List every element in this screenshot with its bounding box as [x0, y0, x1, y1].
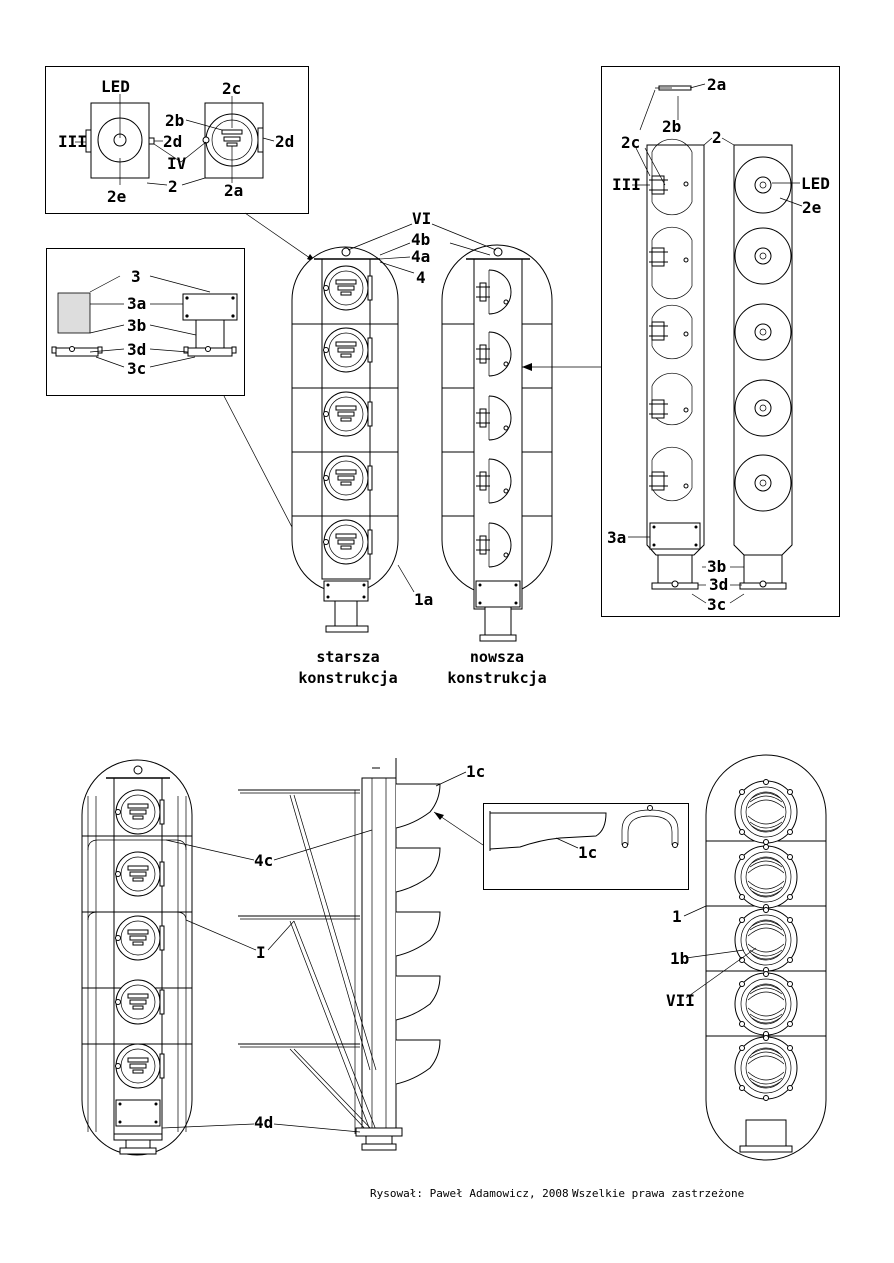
label-2d-topleft-b: 2d [275, 132, 294, 151]
label-iii-topleft: III [58, 132, 87, 151]
signal-side-view [238, 758, 441, 1151]
label-2e-topleft: 2e [107, 187, 126, 206]
label-3a-mid: 3a [127, 294, 146, 313]
label-iv-topleft: IV [167, 154, 187, 173]
detail-box-top-left [45, 66, 309, 214]
label-4c: 4c [254, 851, 273, 870]
label-2e-right: 2e [802, 198, 821, 217]
label-4: 4 [416, 268, 426, 287]
label-3d-mid: 3d [127, 340, 146, 359]
label-1c-detail: 1c [578, 843, 597, 862]
label-2c-right: 2c [621, 133, 640, 152]
label-iii-right: III [612, 175, 641, 194]
label-3b-right: 3b [707, 557, 726, 576]
label-2b-topleft: 2b [165, 111, 184, 130]
signal-front-with-cage [81, 759, 193, 1156]
label-2b-right: 2b [662, 117, 681, 136]
label-2-topleft: 2 [168, 177, 178, 196]
label-2c-topleft: 2c [222, 79, 241, 98]
label-2d-topleft-a: 2d [163, 132, 182, 151]
label-4d: 4d [254, 1113, 273, 1132]
label-led-right: LED [801, 174, 830, 193]
detail-box-right [522, 66, 840, 617]
caption-newer-line1: nowsza [470, 648, 524, 666]
label-vii: VII [666, 991, 695, 1010]
label-i: I [256, 943, 266, 962]
detail-box-mid-left [46, 248, 245, 396]
label-2a-right: 2a [707, 75, 726, 94]
label-3a-right: 3a [607, 528, 626, 547]
label-3b-mid: 3b [127, 316, 146, 335]
footer-rights: Wszelkie prawa zastrzeżone [572, 1187, 744, 1200]
label-1a: 1a [414, 590, 433, 609]
label-3c-mid: 3c [127, 359, 146, 378]
label-4b: 4b [411, 230, 430, 249]
signal-newer-construction [441, 244, 553, 642]
detail-box-visor [433, 803, 689, 890]
label-2-right: 2 [712, 128, 722, 147]
label-3: 3 [131, 267, 141, 286]
label-3c-right: 3c [707, 595, 726, 614]
footer-author: Rysował: Paweł Adamowicz, 2008 [370, 1187, 569, 1200]
caption-newer-line2: konstrukcja [447, 669, 546, 687]
label-led-topleft: LED [101, 77, 130, 96]
label-4a: 4a [411, 247, 430, 266]
signal-front-new [705, 754, 827, 1161]
label-1: 1 [672, 907, 682, 926]
label-3d-right: 3d [709, 575, 728, 594]
label-2a-topleft: 2a [224, 181, 243, 200]
label-vi: VI [412, 209, 431, 228]
signal-older-construction [291, 246, 399, 633]
label-1b: 1b [670, 949, 689, 968]
caption-older-line1: starsza [316, 648, 379, 666]
label-1c-side: 1c [466, 762, 485, 781]
caption-older-line2: konstrukcja [298, 669, 397, 687]
